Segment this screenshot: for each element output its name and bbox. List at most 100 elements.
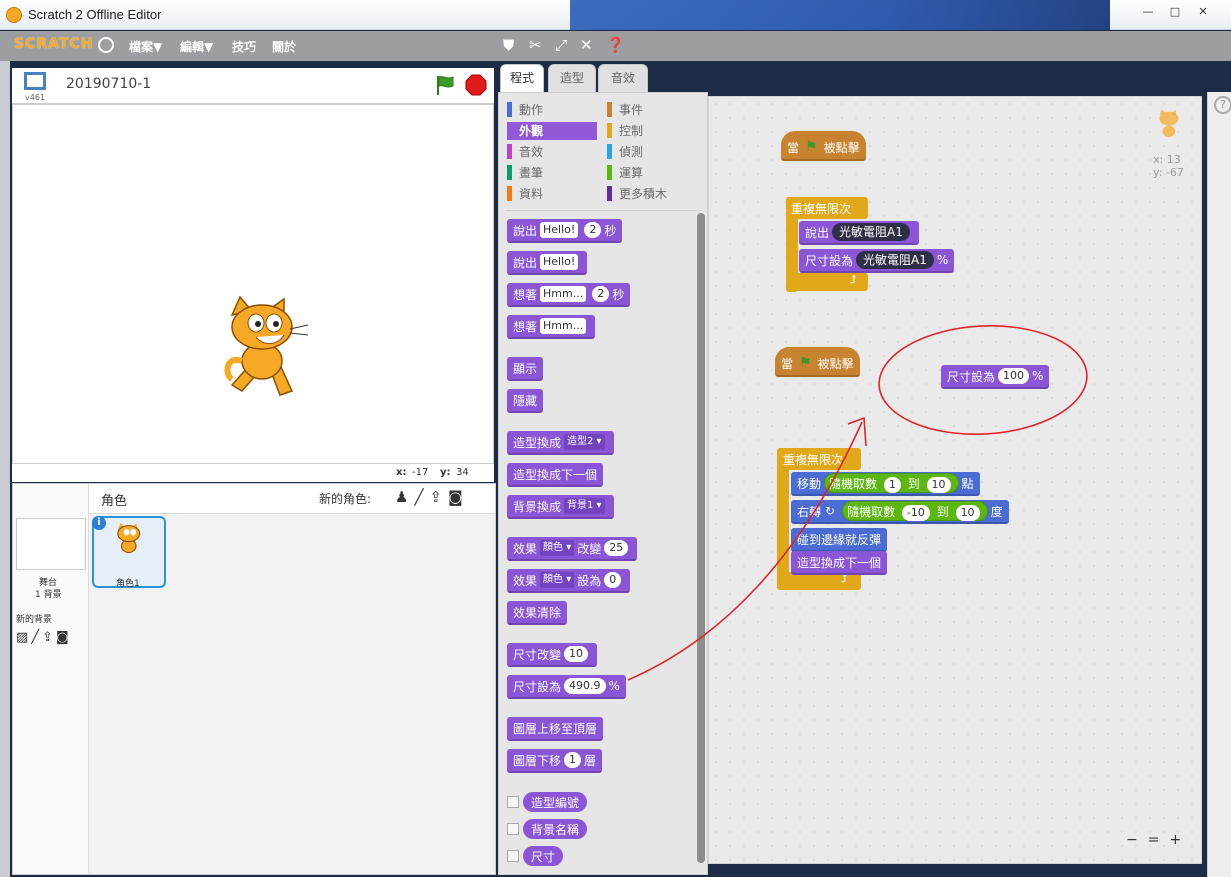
- cat-sprite-icon[interactable]: [218, 295, 313, 405]
- help-icon[interactable]: ❓: [606, 36, 625, 54]
- when-flag-clicked-hat-1[interactable]: 當 ⚑ 被點擊: [781, 131, 866, 161]
- project-title[interactable]: 20190710-1: [66, 76, 152, 92]
- script2-next-costume-block[interactable]: 造型換成下一個: [791, 551, 888, 575]
- block-switch-costume[interactable]: 造型換成 造型2 ▾: [507, 431, 614, 455]
- pick-random-1[interactable]: 隨機取數 1 到 10: [824, 473, 959, 493]
- script1-say-block[interactable]: 說出 光敏電阻A1: [799, 221, 919, 245]
- upload-sprite-icon[interactable]: ⇪: [429, 488, 449, 506]
- block-show[interactable]: 顯示: [507, 357, 544, 381]
- camera-sprite-icon[interactable]: ◙: [448, 488, 469, 506]
- tab-costumes[interactable]: 造型: [548, 64, 596, 92]
- reporter-costume-number[interactable]: 造型編號: [523, 792, 588, 812]
- reporter-size[interactable]: 尺寸: [523, 846, 564, 866]
- maximize-button[interactable]: □: [1169, 5, 1181, 18]
- category-more-blocks[interactable]: 更多積木: [607, 185, 697, 203]
- help-icon[interactable]: ?: [1214, 96, 1231, 114]
- number-slot[interactable]: 10: [926, 477, 951, 493]
- minimize-button[interactable]: —: [1142, 5, 1154, 18]
- category-data[interactable]: 資料: [507, 185, 595, 203]
- zoom-reset-icon[interactable]: =: [1147, 832, 1160, 848]
- script2-move-block[interactable]: 移動 隨機取數 1 到 10 點: [791, 472, 980, 496]
- menu-tips[interactable]: 技巧: [232, 40, 257, 54]
- grow-icon[interactable]: ⤢: [555, 36, 568, 54]
- sprite-thumbnail[interactable]: i 角色1: [92, 516, 166, 589]
- tab-sounds[interactable]: 音效: [598, 64, 648, 92]
- backdrop-name-checkbox[interactable]: [507, 823, 519, 835]
- pick-random-2[interactable]: 隨機取數 -10 到 10: [842, 501, 988, 521]
- block-change-effect[interactable]: 效果 顏色 ▾ 改變 25: [507, 537, 638, 561]
- number-slot[interactable]: 490.9: [564, 678, 606, 694]
- when-flag-clicked-hat-2[interactable]: 當 ⚑ 被點擊: [775, 347, 860, 377]
- number-slot[interactable]: 1: [564, 752, 582, 768]
- text-slot[interactable]: Hmm...: [540, 286, 587, 302]
- paint-image-icon[interactable]: ▨: [16, 630, 32, 645]
- block-go-back-layers[interactable]: 圖層下移 1 層: [507, 749, 603, 773]
- costume-dropdown[interactable]: 造型2 ▾: [564, 434, 605, 450]
- block-think[interactable]: 想著 Hmm...: [507, 315, 596, 339]
- number-slot[interactable]: 25: [604, 540, 629, 556]
- palette-scrollbar[interactable]: [697, 213, 705, 863]
- block-set-size[interactable]: 尺寸設為 490.9 %: [507, 675, 626, 699]
- costume-number-checkbox[interactable]: [507, 796, 519, 808]
- block-say-for-secs[interactable]: 說出 Hello! 2 秒: [507, 219, 623, 243]
- number-slot[interactable]: 0: [604, 572, 622, 588]
- category-pen[interactable]: 畫筆: [507, 164, 595, 182]
- shrink-icon[interactable]: ✕: [580, 36, 593, 54]
- paint-sprite-icon[interactable]: ╱: [414, 488, 430, 506]
- script1-set-size-block[interactable]: 尺寸設為 光敏電阻A1 %: [799, 249, 955, 273]
- category-looks[interactable]: 外觀: [507, 122, 597, 140]
- block-go-to-front[interactable]: 圖層上移至頂層: [507, 717, 604, 741]
- zoom-out-icon[interactable]: −: [1126, 832, 1138, 848]
- zoom-in-icon[interactable]: +: [1169, 832, 1182, 848]
- menu-file[interactable]: 檔案▼: [129, 40, 163, 54]
- category-sensing[interactable]: 偵測: [607, 143, 697, 161]
- block-say[interactable]: 說出 Hello!: [507, 251, 588, 275]
- number-slot[interactable]: -10: [901, 505, 930, 521]
- tab-scripts[interactable]: 程式: [500, 64, 544, 92]
- library-sprite-icon[interactable]: ♟: [395, 488, 415, 506]
- number-slot[interactable]: 2: [584, 222, 602, 238]
- number-slot[interactable]: 10: [955, 505, 980, 521]
- number-slot[interactable]: 10: [564, 646, 589, 662]
- effect-dropdown[interactable]: 顏色 ▾: [540, 572, 575, 588]
- delete-icon[interactable]: ✂: [529, 36, 542, 54]
- category-events[interactable]: 事件: [607, 101, 697, 119]
- loose-set-size-block[interactable]: 尺寸設為 100 %: [941, 365, 1050, 389]
- category-sound[interactable]: 音效: [507, 143, 595, 161]
- category-operators[interactable]: 運算: [607, 164, 697, 182]
- block-hide[interactable]: 隱藏: [507, 389, 544, 413]
- script2-turn-block[interactable]: 右轉 ↻ 隨機取數 -10 到 10 度: [791, 500, 1009, 524]
- block-think-for-secs[interactable]: 想著 Hmm... 2 秒: [507, 283, 631, 307]
- block-switch-backdrop[interactable]: 背景換成 背景1 ▾: [507, 495, 614, 519]
- upload-icon[interactable]: ⇪: [42, 630, 57, 645]
- block-set-effect[interactable]: 效果 顏色 ▾ 設為 0: [507, 569, 631, 593]
- stage-thumbnail[interactable]: [16, 518, 86, 570]
- info-icon[interactable]: i: [92, 516, 106, 530]
- number-slot[interactable]: 100: [998, 368, 1030, 384]
- backdrop-dropdown[interactable]: 背景1 ▾: [564, 498, 605, 514]
- light-sensor-reporter[interactable]: 光敏電阻A1: [832, 223, 910, 241]
- light-sensor-reporter[interactable]: 光敏電阻A1: [856, 251, 934, 269]
- effect-dropdown[interactable]: 顏色 ▾: [540, 540, 575, 556]
- globe-icon[interactable]: [98, 37, 114, 53]
- fullscreen-icon[interactable]: [24, 72, 46, 90]
- script-area[interactable]: x: 13 y: -67 當 ⚑ 被點擊 ⮥ 重複無限次 說出 光敏電阻A1 尺…: [708, 96, 1202, 864]
- menu-about[interactable]: 關於: [272, 40, 297, 54]
- number-slot[interactable]: 1: [883, 477, 901, 493]
- block-change-size[interactable]: 尺寸改變 10: [507, 643, 598, 667]
- duplicate-icon[interactable]: ⛊: [503, 36, 515, 54]
- camera-icon[interactable]: ◙: [56, 630, 72, 645]
- text-slot[interactable]: Hello!: [540, 222, 579, 238]
- size-checkbox[interactable]: [507, 850, 519, 862]
- green-flag-icon[interactable]: [434, 74, 456, 96]
- forever-top-1[interactable]: [786, 197, 868, 219]
- category-control[interactable]: 控制: [607, 122, 697, 140]
- brush-icon[interactable]: ╱: [31, 630, 43, 645]
- block-next-costume[interactable]: 造型換成下一個: [507, 463, 604, 487]
- scratch-logo[interactable]: SCRATCH: [14, 36, 94, 52]
- category-motion[interactable]: 動作: [507, 101, 595, 119]
- text-slot[interactable]: Hmm...: [540, 318, 587, 334]
- stop-icon[interactable]: [465, 74, 487, 96]
- stage-canvas[interactable]: [12, 104, 494, 464]
- menu-edit[interactable]: 編輯▼: [180, 40, 214, 54]
